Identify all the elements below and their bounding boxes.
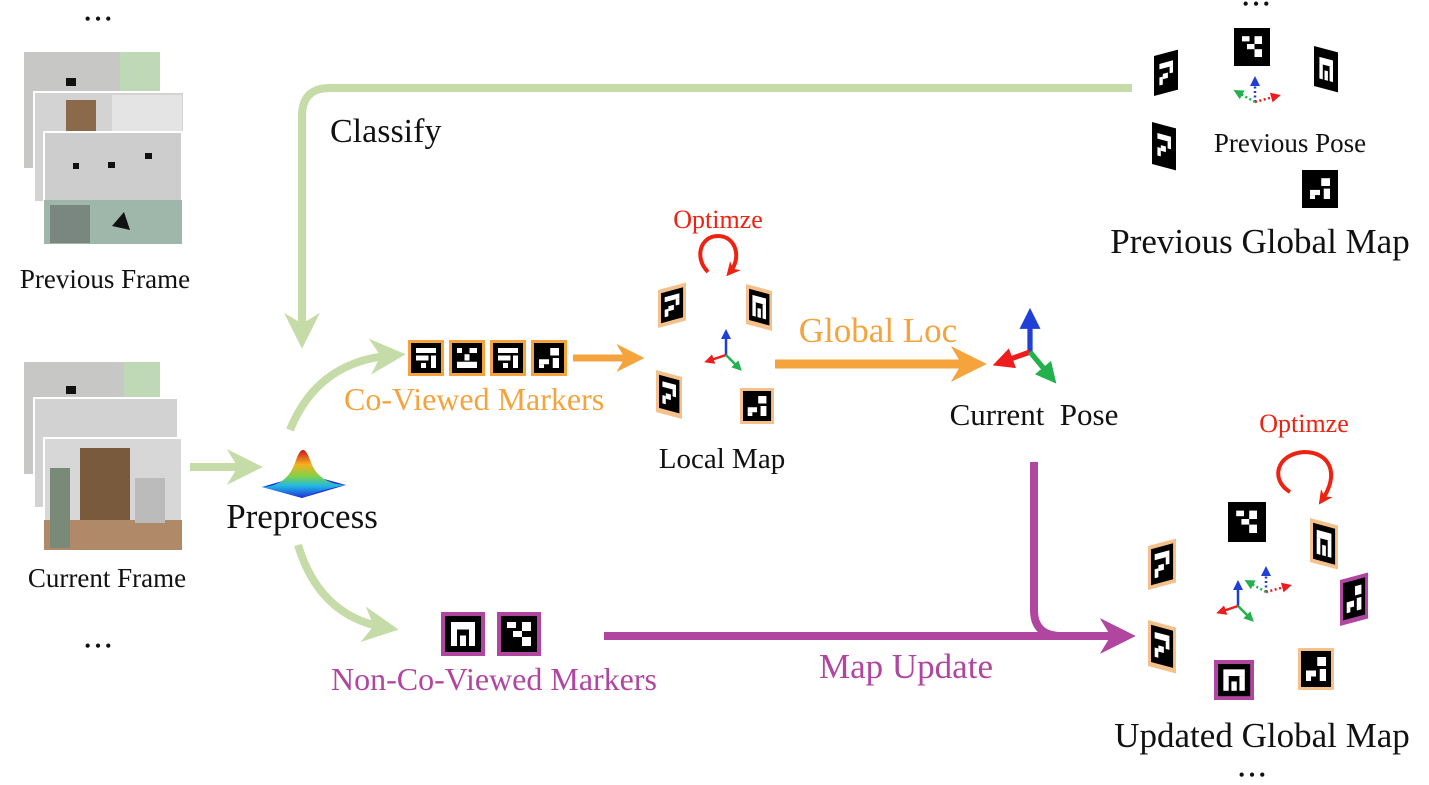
current-pose-label: Current Pose (950, 397, 1119, 432)
ellipsis-bottom-left: ••• (85, 636, 116, 656)
non-co-viewed-markers-label: Non-Co-Viewed Markers (331, 661, 657, 697)
optimize-global-icon (1276, 449, 1333, 505)
classify-arrow (284, 84, 1132, 349)
aruco-marker-icon (490, 340, 526, 376)
updated-previous-pose-axes-icon (1248, 570, 1288, 592)
updated-current-pose-axes-icon (1220, 584, 1251, 619)
co-viewed-markers-label: Co-Viewed Markers (344, 381, 604, 417)
previous-global-map-label: Previous Global Map (1110, 222, 1409, 261)
preprocess-to-coviewed-arrow (286, 338, 406, 432)
classify-label: Classify (330, 113, 441, 150)
optimize-local-label: Optimze (673, 205, 763, 234)
previous-frame-label: Previous Frame (20, 264, 190, 294)
pose-to-update-arrow (1030, 462, 1136, 654)
optimize-global-label: Optimze (1259, 409, 1349, 438)
global-loc-label: Global Loc (799, 311, 957, 350)
aruco-marker-icon (449, 340, 485, 376)
aruco-marker-icon (497, 612, 541, 656)
previous-frame-stack (24, 52, 185, 245)
local-map-markers (656, 282, 774, 424)
current-pose-axes-icon (992, 307, 1057, 384)
map-update-label: Map Update (819, 647, 993, 686)
preprocess-to-noncoviewed-arrow (294, 543, 399, 643)
current-frame-label: Current Frame (28, 563, 186, 593)
updated-global-map-label: Updated Global Map (1114, 716, 1409, 755)
previous-pose-label: Previous Pose (1214, 128, 1366, 158)
co-viewed-marker-row (408, 340, 567, 376)
local-map-label: Local Map (659, 443, 785, 475)
updated-global-map-markers (1148, 502, 1368, 700)
preprocess-label: Preprocess (226, 497, 378, 536)
ellipsis-bottom-right: ••• (1239, 765, 1270, 785)
ellipsis-top-left: ••• (85, 9, 116, 29)
aruco-marker-icon (531, 340, 567, 376)
optimize-local-icon (698, 233, 741, 277)
current-frame-stack (24, 362, 183, 551)
local-map-axes-icon (708, 333, 739, 368)
previous-pose-axes-icon (1237, 80, 1277, 102)
gaussian-surface-icon (262, 450, 346, 498)
ellipsis-top-right: ••• (1243, 0, 1274, 14)
previous-global-map-markers (1152, 28, 1338, 208)
aruco-marker-icon (441, 612, 485, 656)
non-co-viewed-marker-row (441, 612, 541, 656)
aruco-marker-icon (408, 340, 444, 376)
